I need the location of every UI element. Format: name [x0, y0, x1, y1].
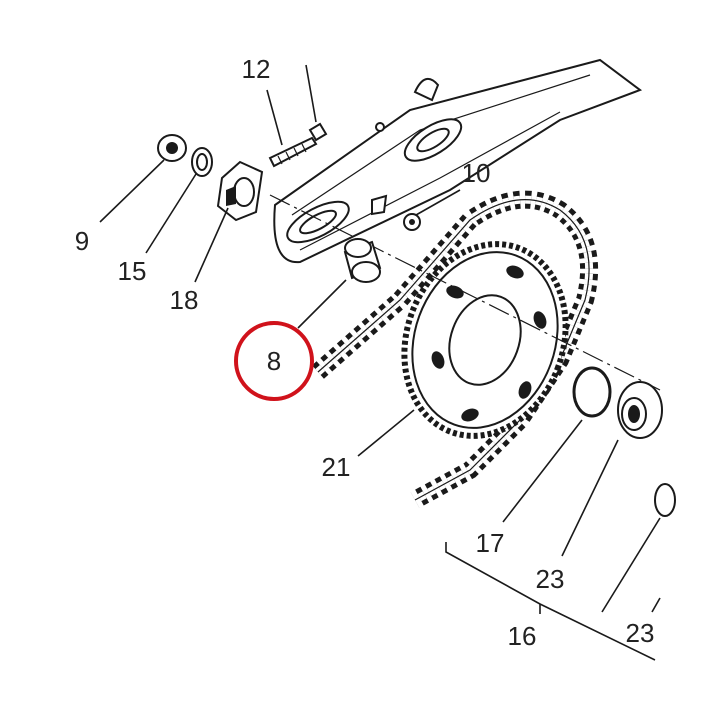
label-9: 9	[75, 226, 89, 256]
part-bearing-23	[617, 381, 663, 439]
label-15: 15	[118, 256, 147, 286]
drive-chain	[312, 190, 599, 508]
label-10: 10	[462, 158, 491, 188]
label-16: 16	[508, 621, 537, 651]
label-17: 17	[476, 528, 505, 558]
rear-sprocket	[401, 241, 569, 439]
label-21: 21	[322, 452, 351, 482]
part-spacer-8	[343, 238, 382, 283]
part-circlip-17	[572, 366, 612, 418]
part-bearing-23-second	[654, 483, 676, 517]
part-adjuster-18	[216, 160, 264, 222]
part-nut-9	[157, 134, 187, 162]
leader-lines	[99, 64, 661, 661]
label-23: 23	[536, 564, 565, 594]
swing-arm	[273, 58, 643, 264]
label-8: 8	[267, 346, 281, 376]
label-18: 18	[170, 285, 199, 315]
highlight-circle	[234, 321, 314, 401]
part-nut-10	[403, 213, 421, 231]
label-12: 12	[242, 54, 271, 84]
label-23-second: 23	[626, 618, 655, 648]
part-washer-15	[191, 147, 213, 177]
part-bolt-12	[268, 122, 328, 168]
